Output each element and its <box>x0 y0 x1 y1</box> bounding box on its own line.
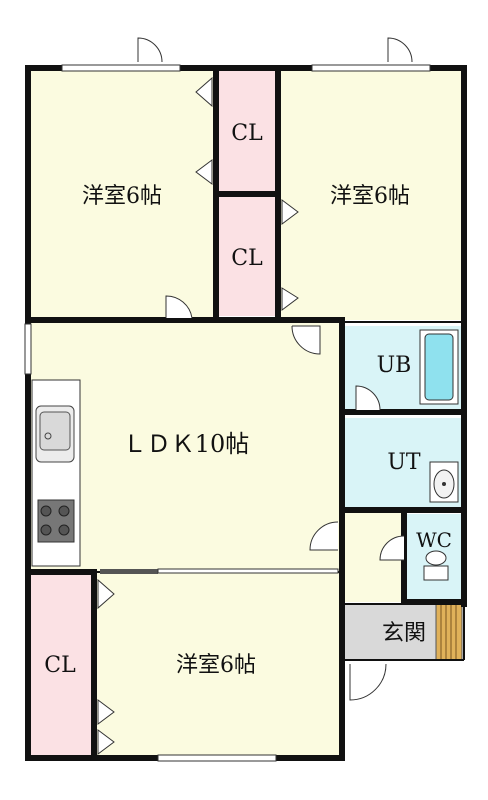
label-closet-middle: CL <box>231 246 263 271</box>
room-western-top-left[interactable] <box>28 68 216 320</box>
label-western-top-right: 洋室6帖 <box>330 184 410 209</box>
toilet-icon <box>423 550 449 581</box>
entrance-step <box>435 603 463 661</box>
label-western-top-left: 洋室6帖 <box>82 184 162 209</box>
washbasin-icon <box>429 461 459 503</box>
closet-top[interactable] <box>218 68 278 192</box>
sliding-door[interactable] <box>100 568 339 574</box>
closet-bottom[interactable] <box>30 574 92 758</box>
closet-doors[interactable] <box>97 76 299 755</box>
kitchen-counter <box>31 379 81 567</box>
label-unit-bath: UB <box>377 353 412 378</box>
label-closet-bottom: CL <box>44 653 76 678</box>
windows <box>24 64 431 762</box>
label-ldk: ＬＤＫ10帖 <box>123 430 250 458</box>
label-entrance: 玄関 <box>382 621 426 646</box>
label-utility: UT <box>387 450 421 475</box>
label-closet-top: CL <box>231 121 263 146</box>
label-western-bottom: 洋室6帖 <box>176 653 256 678</box>
bathtub-icon <box>419 329 459 405</box>
room-western-top-right[interactable] <box>278 68 464 320</box>
doors[interactable] <box>137 37 413 701</box>
closet-middle[interactable] <box>218 196 278 316</box>
label-toilet: WC <box>416 528 452 552</box>
room-western-bottom[interactable] <box>94 572 342 758</box>
